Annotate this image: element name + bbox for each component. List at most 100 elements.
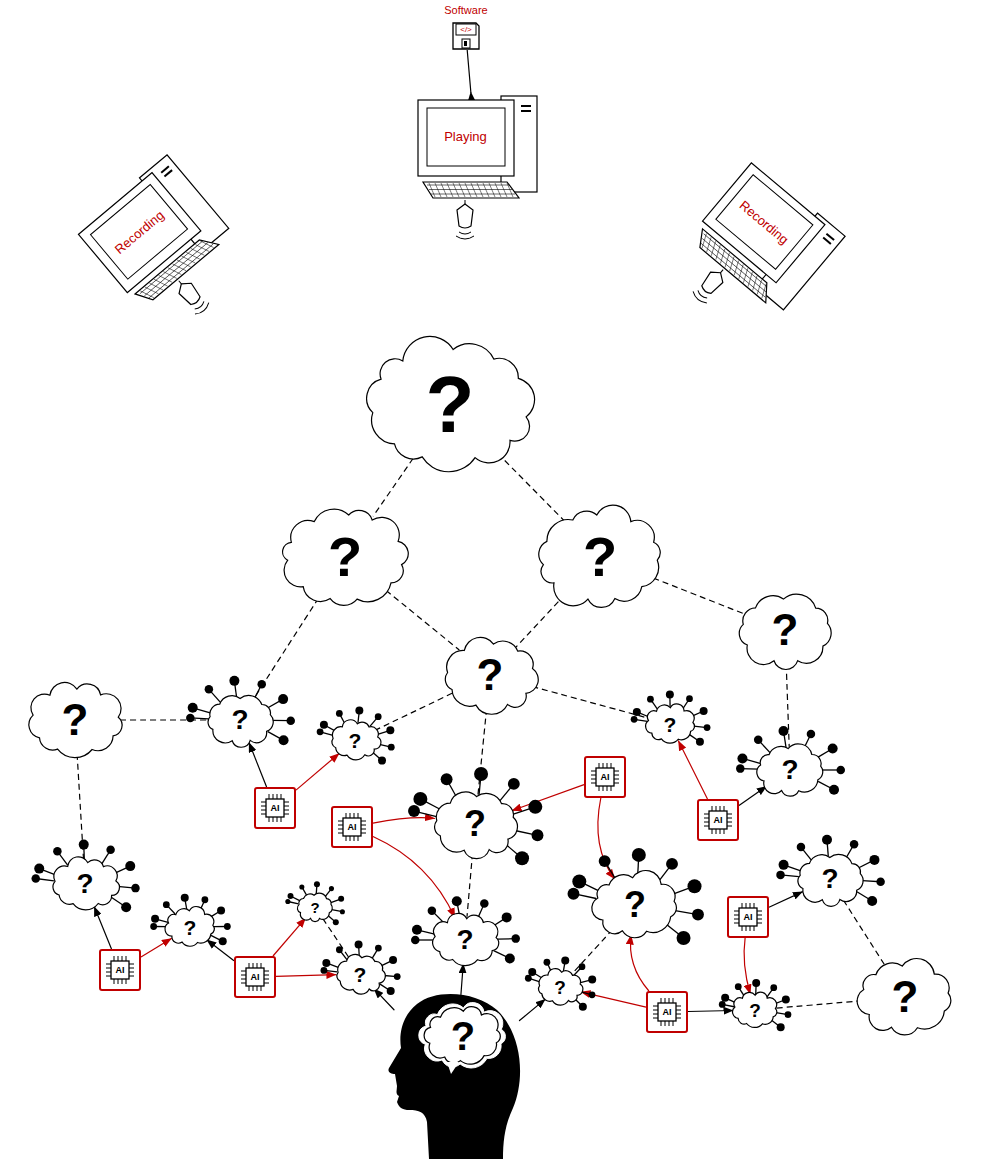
drawing — [653, 1014, 658, 1015]
drawing — [653, 1018, 658, 1019]
spike-dot — [374, 713, 381, 720]
drawing — [750, 926, 751, 931]
drawing — [453, 23, 479, 49]
drawing — [269, 794, 270, 799]
spike-dot — [355, 707, 363, 715]
drawing — [727, 826, 732, 827]
drawing — [273, 817, 274, 822]
drawing — [720, 829, 721, 834]
spike-dot — [411, 936, 420, 945]
spiked-cloud: ? — [730, 990, 780, 1030]
spike-dot — [721, 994, 729, 1002]
dashed-link — [386, 591, 459, 651]
spike-dot — [796, 843, 805, 852]
chip-pins — [734, 903, 762, 931]
drawing — [235, 957, 275, 997]
drawing — [507, 183, 513, 197]
ai-chip: AI — [99, 949, 141, 991]
spike-dot — [278, 694, 288, 704]
question-mark: ? — [349, 730, 362, 751]
drawing — [591, 783, 596, 784]
drawing — [501, 183, 507, 197]
spike-dot — [589, 991, 596, 998]
drawing — [284, 802, 289, 803]
spike-dot — [501, 912, 511, 922]
drawing — [338, 825, 343, 826]
computer: Playing — [415, 92, 540, 237]
drawing — [269, 817, 270, 822]
spiked-cloud: ? — [428, 911, 503, 969]
spike-dot — [770, 984, 777, 991]
drawing — [195, 240, 209, 255]
spike-dot — [288, 893, 294, 899]
chip-pins — [106, 956, 134, 984]
drawing — [361, 821, 366, 822]
question-mark: ? — [184, 917, 197, 938]
arrow-connector — [630, 935, 648, 992]
drawing — [757, 923, 762, 924]
spike-dot — [778, 726, 788, 736]
drawing — [190, 244, 204, 259]
brain-area: ? — [423, 1002, 503, 1070]
spike-dot — [150, 923, 157, 930]
spike-dot — [703, 724, 710, 731]
arrow-connector — [739, 786, 767, 805]
spike-dot — [869, 855, 879, 865]
drawing — [661, 998, 662, 1003]
ai-chip: AI — [697, 799, 739, 841]
spike-dot — [374, 945, 381, 952]
spike-dot — [531, 829, 543, 841]
drawing — [122, 979, 123, 984]
dashed-link — [478, 709, 487, 795]
drawing — [186, 248, 200, 263]
spike-dot — [162, 901, 169, 908]
thought-cloud: ? — [23, 678, 128, 763]
drawing — [614, 771, 619, 772]
drawing — [164, 170, 172, 176]
drawing — [118, 956, 119, 961]
drawing — [754, 903, 755, 908]
drawing — [129, 964, 134, 965]
drawing — [144, 242, 208, 295]
drawing — [126, 979, 127, 984]
spike-dot — [735, 983, 742, 990]
drawing — [343, 818, 361, 836]
spike-dot — [125, 861, 135, 871]
drawing — [647, 992, 687, 1032]
drawing — [857, 958, 951, 1034]
drawing — [539, 505, 660, 607]
spike-dot — [561, 956, 569, 964]
spike-dot — [630, 716, 637, 723]
drawing — [483, 183, 489, 197]
spike-dot — [579, 963, 586, 970]
drawing — [691, 288, 709, 305]
drawing — [111, 961, 129, 979]
spike-dot — [528, 800, 542, 814]
drawing — [129, 976, 134, 977]
question-mark: ? — [772, 608, 799, 652]
drawing — [249, 986, 250, 991]
drawing — [676, 1014, 681, 1015]
drawing — [665, 998, 666, 1003]
spike-dot — [695, 738, 703, 746]
spike-dot — [504, 954, 514, 964]
drawing — [432, 914, 498, 966]
drawing — [459, 183, 465, 197]
drawing — [192, 299, 210, 316]
chip-pins — [591, 763, 619, 791]
drawing — [727, 818, 732, 819]
spiked-cloud: ? — [535, 967, 585, 1007]
spiked-cloud: ? — [753, 741, 828, 799]
arrow-connector — [512, 785, 584, 811]
spike-dot — [299, 884, 304, 889]
spike-dot — [666, 858, 678, 870]
spike-dot — [322, 959, 330, 967]
spike-dot — [314, 881, 320, 887]
question-mark: ? — [624, 887, 646, 923]
dashed-link — [572, 930, 612, 974]
drawing — [261, 810, 266, 811]
drawing — [129, 972, 134, 973]
drawing — [757, 283, 771, 298]
drawing — [742, 903, 743, 908]
keyboard-keys — [695, 232, 771, 299]
